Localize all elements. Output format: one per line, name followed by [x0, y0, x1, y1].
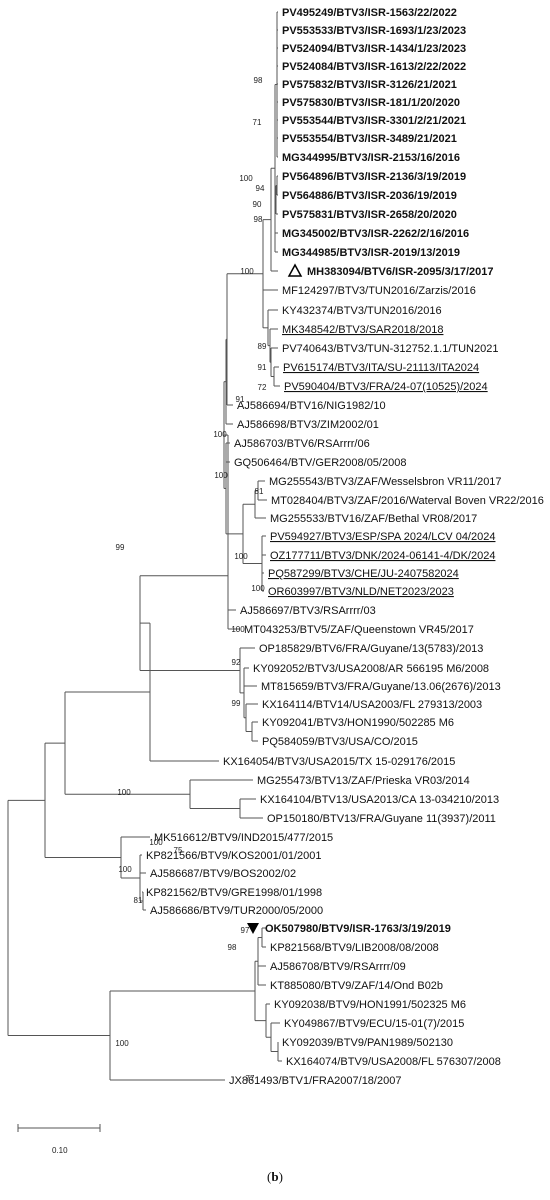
leaf-label: PV575832/BTV3/ISR-3126/21/2021 [282, 79, 457, 91]
bootstrap-value: 100 [118, 865, 132, 874]
leaf-label: PV564886/BTV3/ISR-2036/19/2019 [282, 190, 457, 202]
bootstrap-value: 91 [258, 363, 267, 372]
bootstrap-value: 100 [214, 471, 228, 480]
bootstrap-value: 91 [236, 395, 245, 404]
leaf-label: MG255473/BTV13/ZAF/Prieska VR03/2014 [257, 775, 470, 787]
bootstrap-value: 98 [228, 943, 237, 952]
leaf-label: PV524094/BTV3/ISR-1434/1/23/2023 [282, 43, 466, 55]
leaf-label: KX164104/BTV13/USA2013/CA 13-034210/2013 [260, 794, 499, 806]
leaf-label: KP821568/BTV9/LIB2008/08/2008 [270, 942, 439, 954]
open-triangle-marker-icon [287, 263, 303, 277]
leaf-labels: PV495249/BTV3/ISR-1563/22/2022PV553533/B… [146, 7, 544, 1087]
tree-branches [7, 11, 282, 1081]
leaf-label: PV553544/BTV3/ISR-3301/2/21/2021 [282, 115, 466, 127]
leaf-label: AJ586697/BTV3/RSArrrr/03 [240, 605, 376, 617]
bootstrap-value: 71 [253, 118, 262, 127]
bootstrap-value: 99 [116, 543, 125, 552]
bootstrap-value: 100 [231, 625, 245, 634]
bootstrap-value: 100 [240, 267, 254, 276]
leaf-label: KP821566/BTV9/KOS2001/01/2001 [146, 850, 322, 862]
leaf-label: PQ587299/BTV3/CHE/JU-2407582024 [268, 568, 459, 580]
bootstrap-value: 77 [246, 1074, 255, 1083]
bootstrap-labels: 9871100949098100899172911001008110010099… [115, 76, 267, 1083]
bootstrap-value: 75 [174, 846, 183, 855]
leaf-label: GQ506464/BTV/GER2008/05/2008 [234, 457, 406, 469]
leaf-label: KT885080/BTV9/ZAF/14/Ond B02b [270, 980, 443, 992]
leaf-label: MG345002/BTV3/ISR-2262/2/16/2016 [282, 228, 469, 240]
leaf-label: OK507980/BTV9/ISR-1763/3/19/2019 [265, 923, 451, 935]
leaf-label: KX164114/BTV14/USA2003/FL 279313/2003 [262, 699, 482, 711]
leaf-label: KY092038/BTV9/HON1991/502325 M6 [274, 999, 466, 1011]
leaf-label: PQ584059/BTV3/USA/CO/2015 [262, 736, 418, 748]
leaf-label: PV564896/BTV3/ISR-2136/3/19/2019 [282, 171, 466, 183]
leaf-label: JX861493/BTV1/FRA2007/18/2007 [229, 1075, 401, 1087]
leaf-label: OP185829/BTV6/FRA/Guyane/13(5783)/2013 [259, 643, 483, 655]
leaf-label: KY432374/BTV3/TUN2016/2016 [282, 305, 442, 317]
bootstrap-value: 81 [134, 896, 143, 905]
bootstrap-value: 94 [256, 184, 265, 193]
bootstrap-value: 100 [149, 838, 163, 847]
leaf-label: OP150180/BTV13/FRA/Guyane 11(3937)/2011 [267, 813, 496, 825]
leaf-label: MG344995/BTV3/ISR-2153/16/2016 [282, 152, 460, 164]
scale-bar: 0.10 [17, 1124, 101, 1155]
bootstrap-value: 92 [232, 658, 241, 667]
leaf-label: MT028404/BTV3/ZAF/2016/Waterval Boven VR… [271, 495, 544, 507]
leaf-label: AJ586694/BTV16/NIG1982/10 [237, 400, 386, 412]
leaf-label: MK516612/BTV9/IND2015/477/2015 [154, 832, 333, 844]
leaf-label: AJ586698/BTV3/ZIM2002/01 [237, 419, 379, 431]
bootstrap-value: 99 [232, 699, 241, 708]
leaf-label: OR603997/BTV3/NLD/NET2023/2023 [268, 586, 454, 598]
leaf-label: PV575830/BTV3/ISR-181/1/20/2020 [282, 97, 460, 109]
leaf-label: PV495249/BTV3/ISR-1563/22/2022 [282, 7, 457, 19]
leaf-label: AJ586703/BTV6/RSArrrr/06 [234, 438, 370, 450]
leaf-label: KX164054/BTV3/USA2015/TX 15-029176/2015 [223, 756, 455, 768]
leaf-label: PV590404/BTV3/FRA/24-07(10525)/2024 [284, 381, 488, 393]
bootstrap-value: 98 [254, 215, 263, 224]
leaf-label: KY092052/BTV3/USA2008/AR 566195 M6/2008 [253, 663, 489, 675]
leaf-label: KX164074/BTV9/USA2008/FL 576307/2008 [286, 1056, 501, 1068]
leaf-label: MG344985/BTV3/ISR-2019/13/2019 [282, 247, 460, 259]
scale-bar-label: 0.10 [52, 1146, 68, 1155]
bootstrap-value: 100 [213, 430, 227, 439]
leaf-label: PV615174/BTV3/ITA/SU-21113/ITA2024 [283, 362, 479, 374]
leaf-label: PV594927/BTV3/ESP/SPA 2024/LCV 04/2024 [270, 531, 495, 543]
bootstrap-value: 100 [234, 552, 248, 561]
bootstrap-value: 100 [251, 584, 265, 593]
leaf-label: MG255533/BTV16/ZAF/Bethal VR08/2017 [270, 513, 477, 525]
leaf-label: MT815659/BTV3/FRA/Guyane/13.06(2676)/201… [261, 681, 501, 693]
bootstrap-value: 89 [258, 342, 267, 351]
leaf-label: KP821562/BTV9/GRE1998/01/1998 [146, 887, 322, 899]
leaf-label: PV575831/BTV3/ISR-2658/20/2020 [282, 209, 457, 221]
leaf-label: KY049867/BTV9/ECU/15-01(7)/2015 [284, 1018, 464, 1030]
bootstrap-value: 72 [258, 383, 267, 392]
figure-caption: (b) [267, 1169, 283, 1184]
leaf-label: PV553533/BTV3/ISR-1693/1/23/2023 [282, 25, 466, 37]
leaf-label: PV524084/BTV3/ISR-1613/2/22/2022 [282, 61, 466, 73]
bootstrap-value: 90 [253, 200, 262, 209]
leaf-label: AJ586686/BTV9/TUR2000/05/2000 [150, 905, 323, 917]
leaf-label: AJ586687/BTV9/BOS2002/02 [150, 868, 296, 880]
leaf-label: PV553554/BTV3/ISR-3489/21/2021 [282, 133, 457, 145]
leaf-label: AJ586708/BTV9/RSArrrr/09 [270, 961, 406, 973]
leaf-label: OZ177711/BTV3/DNK/2024-06141-4/DK/2024 [270, 550, 495, 562]
markers [247, 263, 303, 934]
leaf-label: PV740643/BTV3/TUN-312752.1.1/TUN2021 [282, 343, 498, 355]
bootstrap-value: 100 [115, 1039, 129, 1048]
leaf-label: MG255543/BTV3/ZAF/Wesselsbron VR11/2017 [269, 476, 502, 488]
bootstrap-value: 98 [254, 76, 263, 85]
bootstrap-value: 100 [117, 788, 131, 797]
bootstrap-value: 81 [255, 487, 264, 496]
filled-triangle-marker-icon [247, 923, 259, 934]
leaf-label: KY092039/BTV9/PAN1989/502130 [282, 1037, 453, 1049]
leaf-label: KY092041/BTV3/HON1990/502285 M6 [262, 717, 454, 729]
leaf-label: MK348542/BTV3/SAR2018/2018 [282, 324, 443, 336]
leaf-label: MF124297/BTV3/TUN2016/Zarzis/2016 [282, 285, 476, 297]
leaf-label: MT043253/BTV5/ZAF/Queenstown VR45/2017 [244, 624, 474, 636]
leaf-label: MH383094/BTV6/ISR-2095/3/17/2017 [307, 266, 494, 278]
bootstrap-value: 100 [239, 174, 253, 183]
bootstrap-value: 97 [241, 926, 250, 935]
